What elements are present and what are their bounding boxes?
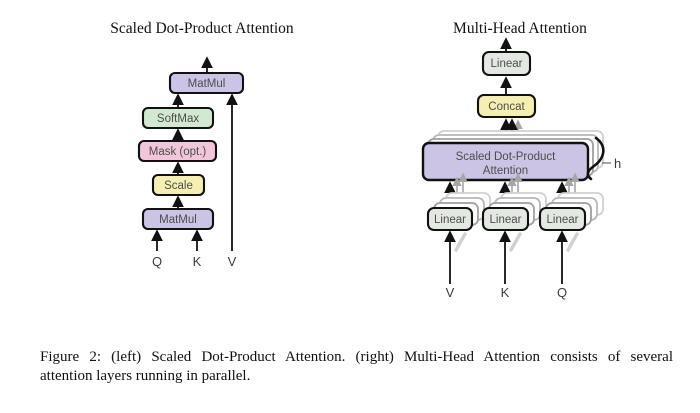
mask-label: Mask (opt.)	[149, 146, 207, 158]
linear-v-label: Linear	[434, 214, 466, 226]
caption-line-2: attention layers running in parallel.	[40, 368, 251, 384]
linear-k-stack: Linear	[481, 192, 547, 232]
heads-swoosh	[586, 136, 605, 181]
sdpa-box-label-line2: Attention	[483, 165, 528, 177]
sdpa-arrows	[151, 56, 238, 251]
linear-q-stack: Linear	[538, 192, 604, 232]
matmul-top-box	[168, 71, 245, 95]
linear-out-label: Linear	[491, 58, 523, 70]
v-input-label: V	[228, 254, 237, 269]
sdpa-diagram-title: Scaled Dot-Product Attention	[110, 20, 294, 37]
mha-diagram: Multi-Head Attention Linear Concat Scale…	[421, 20, 621, 300]
softmax-label: SoftMax	[157, 113, 199, 125]
linear-q-box	[538, 206, 587, 232]
linear-v-box	[426, 206, 474, 232]
mask-box	[137, 139, 218, 163]
matmul-bottom-box	[141, 207, 215, 231]
v-input-label: V	[446, 285, 455, 300]
scale-box	[151, 173, 206, 197]
echo-smudge	[509, 232, 522, 252]
q-input-label: Q	[557, 285, 567, 300]
concat-label: Concat	[488, 101, 525, 113]
k-input-label: K	[501, 285, 510, 300]
heads-label: h	[614, 156, 621, 171]
matmul-top-label: MatMul	[188, 78, 226, 90]
sdpa-stack: Scaled Dot-Product Attention	[421, 130, 604, 182]
linear-q-label: Linear	[547, 214, 579, 226]
mha-diagram-title: Multi-Head Attention	[453, 20, 587, 37]
softmax-box	[141, 106, 215, 130]
sdpa-diagram: Scaled Dot-Product Attention MatMul Soft…	[110, 20, 294, 269]
linear-k-label: Linear	[490, 214, 522, 226]
sdpa-box-label-line1: Scaled Dot-Product	[456, 151, 557, 163]
linear-out-box	[481, 50, 532, 77]
echo-smudge	[566, 232, 579, 252]
sdpa-front-box	[421, 141, 590, 182]
linear-v-stack: Linear	[426, 192, 491, 232]
concat-box	[476, 93, 537, 119]
linear-k-box	[481, 206, 530, 232]
figure-caption: Figure 2: (left) Scaled Dot-Product Atte…	[40, 348, 673, 386]
caption-line-1: Figure 2: (left) Scaled Dot-Product Atte…	[40, 349, 673, 365]
attention-figure: Scaled Dot-Product Attention MatMul Soft…	[110, 20, 621, 300]
heads-annotation: h	[586, 136, 621, 181]
k-input-label: K	[193, 254, 202, 269]
matmul-bottom-label: MatMul	[159, 214, 197, 226]
mha-input-arrows	[444, 230, 579, 284]
scale-label: Scale	[164, 180, 193, 192]
echo-smudge	[454, 232, 467, 252]
q-input-label: Q	[152, 254, 162, 269]
